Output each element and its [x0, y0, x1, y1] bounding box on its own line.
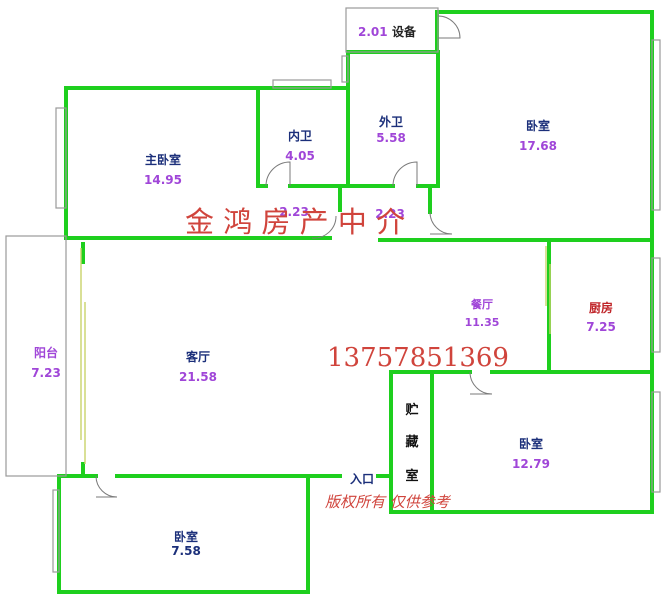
room-corridor-left-area: 2.23 — [279, 205, 309, 219]
window — [345, 7, 439, 53]
door-swing — [311, 215, 337, 239]
room-living-room-name: 客厅 — [185, 349, 210, 364]
room-equipment-area: 2.01 — [358, 25, 388, 39]
room-balcony-name: 阳台 — [34, 345, 58, 360]
window — [272, 79, 332, 89]
door-swing — [265, 161, 291, 187]
window — [651, 391, 661, 493]
door-swing — [437, 15, 461, 39]
door-swing — [429, 211, 453, 235]
window — [651, 257, 661, 353]
room-dining-area: 11.35 — [465, 316, 500, 329]
room-storage-name-1: 贮 — [404, 402, 418, 418]
room-bedroom-ne-name: 卧室 — [526, 118, 550, 133]
room-bedroom-ne-area: 17.68 — [519, 139, 557, 153]
window — [52, 489, 60, 573]
door-swing — [95, 475, 118, 498]
window — [55, 107, 67, 209]
room-bedroom-se-name: 卧室 — [519, 436, 543, 451]
room-storage-name-3: 室 — [405, 468, 418, 484]
sliding-doors — [80, 246, 551, 464]
room-master-bedroom-area: 14.95 — [144, 173, 182, 187]
room-inner-bath-area: 4.05 — [285, 149, 315, 163]
windows — [5, 7, 661, 573]
doors — [95, 15, 493, 498]
room-master-bedroom-name: 主卧室 — [145, 152, 181, 167]
watermark-agency: 金 鸿 房 产 中 介 — [185, 205, 405, 239]
watermark-phone: 13757851369 — [327, 343, 509, 373]
room-outer-bath-area: 5.58 — [376, 131, 406, 145]
door-swing — [469, 371, 493, 395]
window — [5, 235, 67, 477]
room-balcony-area: 7.23 — [31, 366, 61, 380]
room-storage-name-2: 藏 — [405, 434, 418, 450]
room-bedroom-se-area: 12.79 — [512, 457, 550, 471]
room-kitchen-name: 厨房 — [589, 300, 613, 315]
window — [341, 55, 349, 83]
room-labels: 2.01 设备 主卧室 14.95 内卫 4.05 外卫 5.58 卧室 17.… — [31, 24, 616, 558]
door-swing — [392, 161, 418, 187]
room-dining-name: 餐厅 — [470, 297, 493, 311]
room-outer-bath-name: 外卫 — [379, 114, 403, 129]
room-corridor-right-area: 2.23 — [375, 207, 405, 221]
watermark-copyright: 版权所有 仅供参考 — [325, 493, 452, 511]
room-bedroom-sw-area: 7.58 — [171, 544, 201, 558]
entrance-label: 入口 — [350, 472, 374, 486]
window — [651, 39, 661, 211]
room-kitchen-area: 7.25 — [586, 320, 616, 334]
watermarks: 金 鸿 房 产 中 介 13757851369 版权所有 仅供参考 — [185, 205, 509, 511]
room-equipment-name: 设备 — [392, 24, 417, 39]
room-bedroom-sw-name: 卧室 — [174, 529, 198, 544]
room-inner-bath-name: 内卫 — [288, 128, 312, 143]
room-living-room-area: 21.58 — [179, 370, 217, 384]
